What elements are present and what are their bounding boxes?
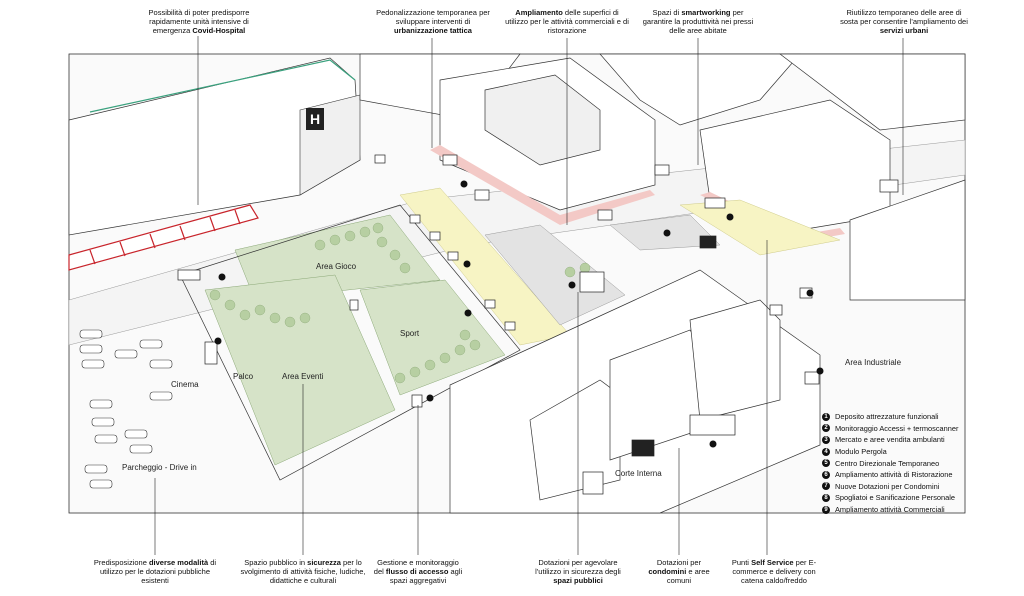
residential-blocks [359, 53, 966, 301]
legend-item: 5 Centro Direzionale Temporaneo [822, 457, 1022, 469]
park-outline [179, 204, 521, 481]
legend-item: 3 Mercato e aree vendita ambulanti [822, 434, 1022, 446]
legend-label: Nuove Dotazioni per Condomini [835, 481, 940, 491]
note-sicurezza: Spazio pubblico in sicurezza per lo svol… [240, 558, 366, 586]
legend-item: 7 Nuove Dotazioni per Condomini [822, 481, 1022, 493]
hospital-building: H [68, 57, 361, 236]
map-number-markers [214, 180, 824, 448]
hospital-sign-box [306, 108, 324, 130]
legend-number: 8 [822, 493, 830, 502]
legend-number: 7 [822, 482, 830, 491]
note-urbanizzazione-tattica: Pedonalizzazione temporanea per sviluppa… [376, 8, 490, 36]
note-smartworking: Spazi di smartworking per garantire la p… [642, 8, 754, 36]
legend-label: Modulo Pergola [835, 447, 887, 457]
legend-label: Centro Direzionale Temporaneo [835, 458, 940, 468]
legend-label: Deposito attrezzature funzionali [835, 412, 939, 422]
trees [209, 222, 591, 384]
covid-modules [68, 204, 259, 271]
label-palco: Palco [233, 372, 254, 381]
note-self-service: Punti Self Service per E-commerce e deli… [731, 558, 817, 586]
legend-number: 3 [822, 435, 830, 444]
legend-number: 2 [822, 424, 830, 433]
legend: 1 Deposito attrezzature funzionali 2 Monit… [822, 411, 1022, 515]
note-ampliamento: Ampliamento delle superfici di utilizzo … [505, 8, 629, 36]
legend-number: 4 [822, 447, 830, 456]
kiosk-modules [177, 154, 899, 495]
legend-number: 6 [822, 470, 830, 479]
legend-item: 4 Modulo Pergola [822, 446, 1022, 458]
label-sport: Sport [400, 329, 420, 338]
legend-item: 9 Ampliamento attività Commerciali [822, 504, 1022, 516]
legend-item: 6 Ampliamento attività di Ristorazione [822, 469, 1022, 481]
legend-number: 1 [822, 412, 830, 421]
note-condomini: Dotazioni per condomini e aree comuni [648, 558, 710, 586]
label-area-gioco: Area Gioco [316, 262, 357, 271]
note-covid-hospital: Possibilità di poter predisporre rapidam… [148, 8, 250, 36]
legend-label: Monitoraggio Accessi + termoscanner [835, 423, 959, 433]
note-flusso-accesso: Gestione e monitoraggio del flusso di ac… [373, 558, 463, 586]
plaza-1 [484, 224, 626, 326]
legend-label: Mercato e aree vendita ambulanti [835, 435, 945, 445]
legend-label: Ampliamento attività Commerciali [835, 505, 945, 515]
leader-lines [154, 36, 904, 555]
label-area-eventi: Area Eventi [282, 372, 324, 381]
hospital-sign: H [310, 111, 320, 127]
legend-item: 1 Deposito attrezzature funzionali [822, 411, 1022, 423]
pink-zone-2 [700, 192, 845, 242]
label-corte-interna: Corte Interna [615, 469, 662, 478]
parked-cars [79, 329, 173, 489]
note-diverse-modalita: Predisposizione diverse modalità di util… [93, 558, 217, 586]
legend-item: 8 Spogliatoi e Sanificazione Personale [822, 492, 1022, 504]
legend-label: Ampliamento attività di Ristorazione [835, 470, 953, 480]
legend-number: 5 [822, 459, 830, 468]
legend-label: Spogliatoi e Sanificazione Personale [835, 493, 955, 503]
pink-zone-1 [430, 145, 655, 225]
legend-item: 2 Monitoraggio Accessi + termoscanner [822, 423, 1022, 435]
legend-number: 9 [822, 505, 830, 514]
park-areas [204, 214, 506, 466]
note-spazi-pubblici: Dotazioni per agevolare l'utilizzo in si… [535, 558, 621, 586]
note-servizi-urbani: Riutilizzo temporaneo delle aree di sost… [840, 8, 968, 36]
label-parcheggio: Parcheggio - Drive in [122, 463, 197, 472]
label-area-industriale: Area Industriale [845, 358, 902, 367]
label-cinema: Cinema [171, 380, 199, 389]
corte-buildings [449, 269, 821, 514]
